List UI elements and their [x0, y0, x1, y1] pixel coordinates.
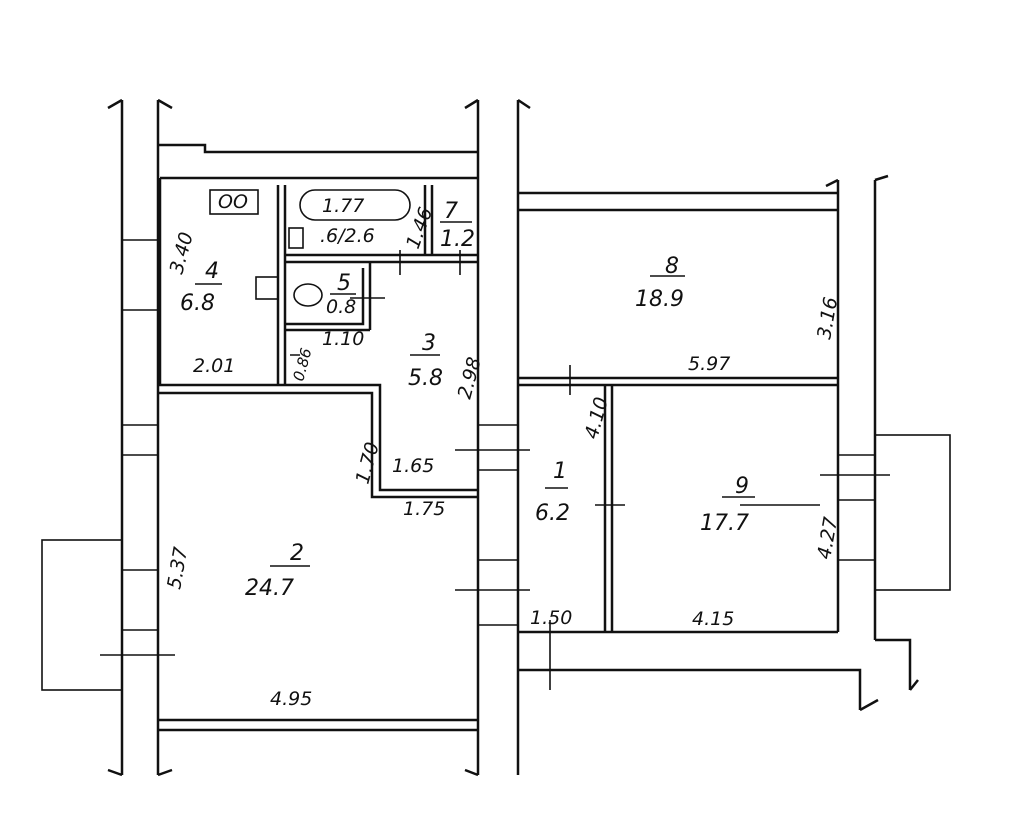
room-8-area: 18.9	[635, 287, 684, 312]
bathtub-icon	[299, 189, 411, 221]
dim-room1-height: 4.10	[581, 395, 613, 442]
room-5-area: 0.8	[326, 296, 356, 318]
walls	[41, 98, 951, 777]
room-4-area: 6.8	[180, 291, 215, 316]
kitchen-sink-icon	[255, 276, 279, 300]
dim-room4-height: 3.40	[166, 230, 198, 277]
room-2-area: 24.7	[245, 576, 294, 601]
dim-room2-width: 4.95	[270, 688, 312, 710]
toilet-icon	[293, 283, 323, 307]
fixtures: OO	[209, 189, 411, 307]
dim-bath-length: 1.77	[322, 195, 364, 217]
room-6-area: .6/2.6	[320, 225, 375, 247]
room-9-area: 17.7	[700, 511, 749, 536]
dim-room8-width: 5.97	[688, 353, 730, 375]
room-1-number: 1	[553, 459, 567, 484]
room-3-area: 5.8	[408, 366, 443, 391]
room-4-number: 4	[205, 259, 219, 284]
dim-room1-width: 1.50	[530, 607, 572, 629]
room-1-area: 6.2	[535, 501, 570, 526]
sink-icon	[288, 227, 304, 249]
dim-room3-width: 1.65	[392, 455, 434, 477]
dim-room2-step: 1.75	[403, 498, 445, 520]
left-balcony	[41, 539, 123, 691]
room-9-number: 9	[735, 474, 749, 499]
right-balcony	[874, 434, 951, 591]
room-7-number: 7	[444, 199, 458, 224]
dim-room9-width: 4.15	[692, 608, 734, 630]
dim-room4-width: 2.01	[193, 355, 235, 377]
dim-room3-height: 2.98	[454, 355, 486, 402]
room-7-area: 1.2	[440, 227, 475, 252]
room-labels: 4 6.8 .6/2.6 7 1.2 5 0.8 3 5.8 8 18.9 1 …	[180, 199, 755, 601]
dim-room2-height: 5.37	[163, 545, 192, 590]
dim-wc-width: 1.10	[322, 328, 364, 350]
room-2-number: 2	[290, 541, 304, 566]
dim-wc-depth: 0.86	[289, 346, 315, 383]
stove-icon	[209, 189, 259, 215]
room-8-number: 8	[665, 254, 679, 279]
stove-label: OO	[218, 191, 248, 213]
room-3-number: 3	[422, 331, 436, 356]
room-5-number: 5	[337, 271, 351, 296]
